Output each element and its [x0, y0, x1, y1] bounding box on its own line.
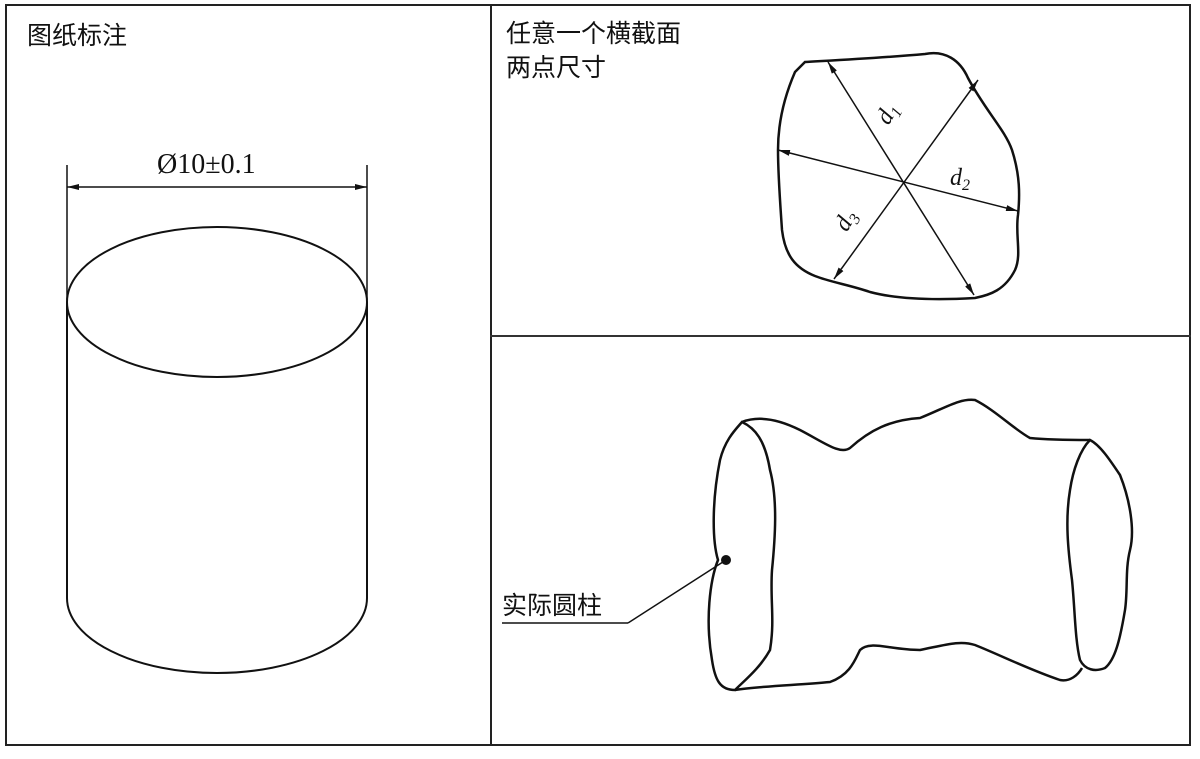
horizontal-divider — [490, 335, 1191, 337]
drawing-title: 图纸标注 — [27, 21, 128, 50]
cross-section-title-line2: 两点尺寸 — [506, 53, 607, 82]
vertical-divider — [490, 4, 492, 746]
nominal-cylinder — [66, 165, 368, 674]
d1-label: d1 — [871, 99, 906, 131]
actual-cylinder-label: 实际圆柱 — [502, 591, 603, 620]
d3-label: d3 — [830, 205, 865, 237]
d2-label: d2 — [950, 165, 970, 194]
diameter-lines — [777, 61, 1019, 296]
cross-section-title-line1: 任意一个横截面 — [506, 19, 682, 48]
dimension-text: Ø10±0.1 — [157, 149, 256, 180]
cross-section-shape — [776, 51, 1021, 301]
actual-cylinder-shape — [707, 398, 1134, 692]
diagram-frame — [5, 4, 1191, 746]
leader-line — [502, 559, 727, 624]
